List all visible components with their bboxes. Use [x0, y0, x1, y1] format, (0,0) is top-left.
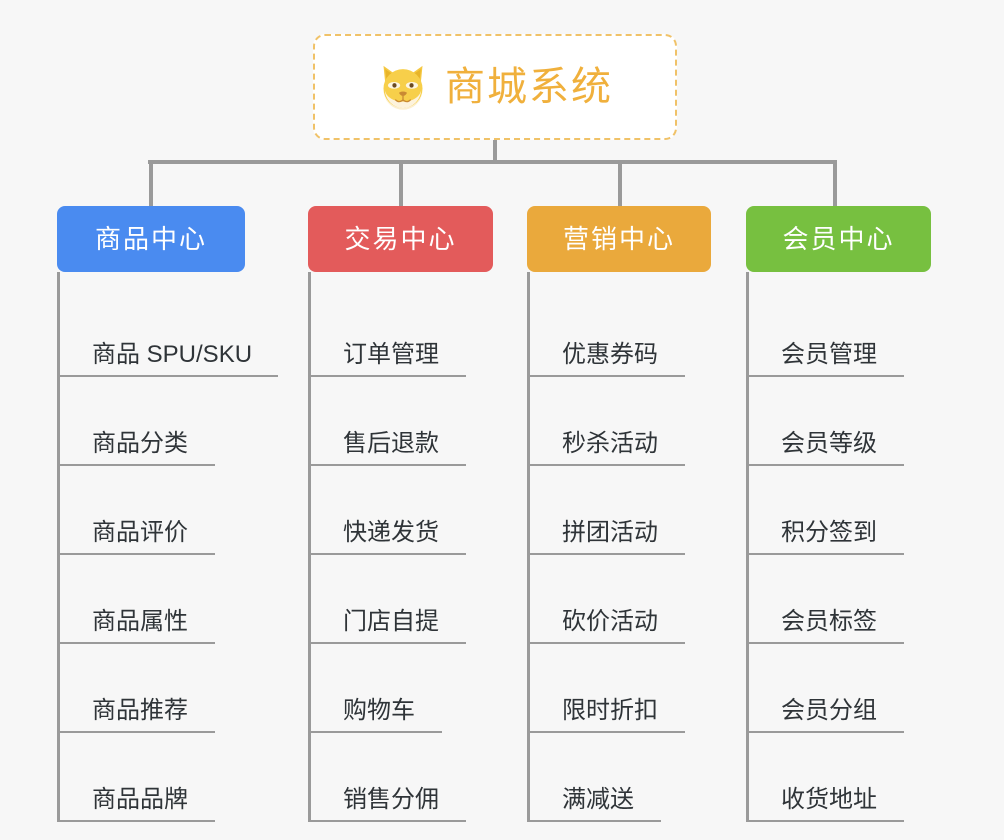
leaf-label: 收货地址: [781, 786, 877, 813]
leaf-item[interactable]: 订单管理: [311, 288, 493, 377]
category-header-trade-center[interactable]: 交易中心: [308, 206, 493, 272]
leaf-item[interactable]: 快递发货: [311, 466, 493, 555]
leaf-label: 限时折扣: [562, 697, 658, 724]
leaf-item[interactable]: 拼团活动: [530, 466, 711, 555]
leaf-label: 商品评价: [92, 519, 188, 546]
leaf-item[interactable]: 积分签到: [749, 466, 931, 555]
drop-connector-3: [618, 160, 622, 206]
leaf-label: 会员标签: [781, 608, 877, 635]
horizontal-bus-connector: [148, 160, 836, 164]
branch-member-center: 会员中心 会员管理 会员等级 积分签到 会员标签 会员分组 收货地址: [746, 206, 931, 822]
branch-marketing-center: 营销中心 优惠券码 秒杀活动 拼团活动 砍价活动 限时折扣 满减送: [527, 206, 711, 822]
root-stem-connector: [493, 140, 497, 164]
leaf-label: 商品分类: [92, 430, 188, 457]
leaf-label: 会员分组: [781, 697, 877, 724]
leaf-label: 积分签到: [781, 519, 877, 546]
leaf-label: 快递发货: [343, 519, 439, 546]
leaf-item[interactable]: 会员等级: [749, 377, 931, 466]
leaf-item[interactable]: 会员分组: [749, 644, 931, 733]
leaf-item[interactable]: 销售分佣: [311, 733, 493, 822]
branch-trade-center: 交易中心 订单管理 售后退款 快递发货 门店自提 购物车 销售分佣: [308, 206, 493, 822]
leaf-list-trade-center: 订单管理 售后退款 快递发货 门店自提 购物车 销售分佣: [308, 272, 493, 822]
leaf-item[interactable]: 购物车: [311, 644, 493, 733]
leaf-list-member-center: 会员管理 会员等级 积分签到 会员标签 会员分组 收货地址: [746, 272, 931, 822]
leaf-label: 秒杀活动: [562, 430, 658, 457]
category-label: 商品中心: [94, 224, 207, 254]
leaf-label: 满减送: [562, 786, 634, 813]
drop-connector-1: [149, 160, 153, 206]
leaf-item[interactable]: 商品评价: [60, 466, 252, 555]
leaf-label: 商品推荐: [92, 697, 188, 724]
leaf-label: 订单管理: [343, 341, 439, 368]
root-title: 商城系统: [445, 65, 613, 109]
leaf-label: 会员等级: [781, 430, 877, 457]
leaf-item[interactable]: 门店自提: [311, 555, 493, 644]
leaf-item[interactable]: 会员管理: [749, 288, 931, 377]
category-header-product-center[interactable]: 商品中心: [57, 206, 245, 272]
leaf-item[interactable]: 商品分类: [60, 377, 252, 466]
leaf-label: 商品 SPU/SKU: [92, 341, 253, 368]
category-header-member-center[interactable]: 会员中心: [746, 206, 931, 272]
drop-connector-2: [399, 160, 403, 206]
category-label: 营销中心: [562, 224, 675, 254]
leaf-item[interactable]: 限时折扣: [530, 644, 711, 733]
leaf-item[interactable]: 商品推荐: [60, 644, 252, 733]
leaf-label: 拼团活动: [562, 519, 658, 546]
leaf-item[interactable]: 满减送: [530, 733, 711, 822]
leaf-item[interactable]: 商品 SPU/SKU: [60, 288, 278, 377]
leaf-item[interactable]: 砍价活动: [530, 555, 711, 644]
leaf-item[interactable]: 商品品牌: [60, 733, 252, 822]
category-label: 交易中心: [344, 224, 457, 254]
leaf-item[interactable]: 收货地址: [749, 733, 931, 822]
drop-connector-4: [833, 160, 837, 206]
leaf-label: 会员管理: [781, 341, 877, 368]
leaf-item[interactable]: 商品属性: [60, 555, 252, 644]
leaf-label: 购物车: [343, 697, 415, 724]
leaf-item[interactable]: 会员标签: [749, 555, 931, 644]
category-label: 会员中心: [782, 224, 895, 254]
leaf-item[interactable]: 优惠券码: [530, 288, 711, 377]
leaf-item[interactable]: 售后退款: [311, 377, 493, 466]
shiba-inu-face-icon: [383, 65, 423, 110]
leaf-label: 销售分佣: [343, 786, 439, 813]
leaf-item[interactable]: 秒杀活动: [530, 377, 711, 466]
root-node[interactable]: 商城系统: [313, 34, 677, 140]
leaf-label: 商品品牌: [92, 786, 188, 813]
branch-product-center: 商品中心 商品 SPU/SKU 商品分类 商品评价 商品属性 商品推荐 商品品牌: [57, 206, 278, 822]
leaf-label: 商品属性: [92, 608, 188, 635]
leaf-label: 门店自提: [343, 608, 439, 635]
leaf-label: 砍价活动: [562, 608, 658, 635]
leaf-list-marketing-center: 优惠券码 秒杀活动 拼团活动 砍价活动 限时折扣 满减送: [527, 272, 711, 822]
leaf-label: 优惠券码: [562, 341, 658, 368]
leaf-list-product-center: 商品 SPU/SKU 商品分类 商品评价 商品属性 商品推荐 商品品牌: [57, 272, 278, 822]
leaf-label: 售后退款: [343, 430, 439, 457]
category-header-marketing-center[interactable]: 营销中心: [527, 206, 711, 272]
